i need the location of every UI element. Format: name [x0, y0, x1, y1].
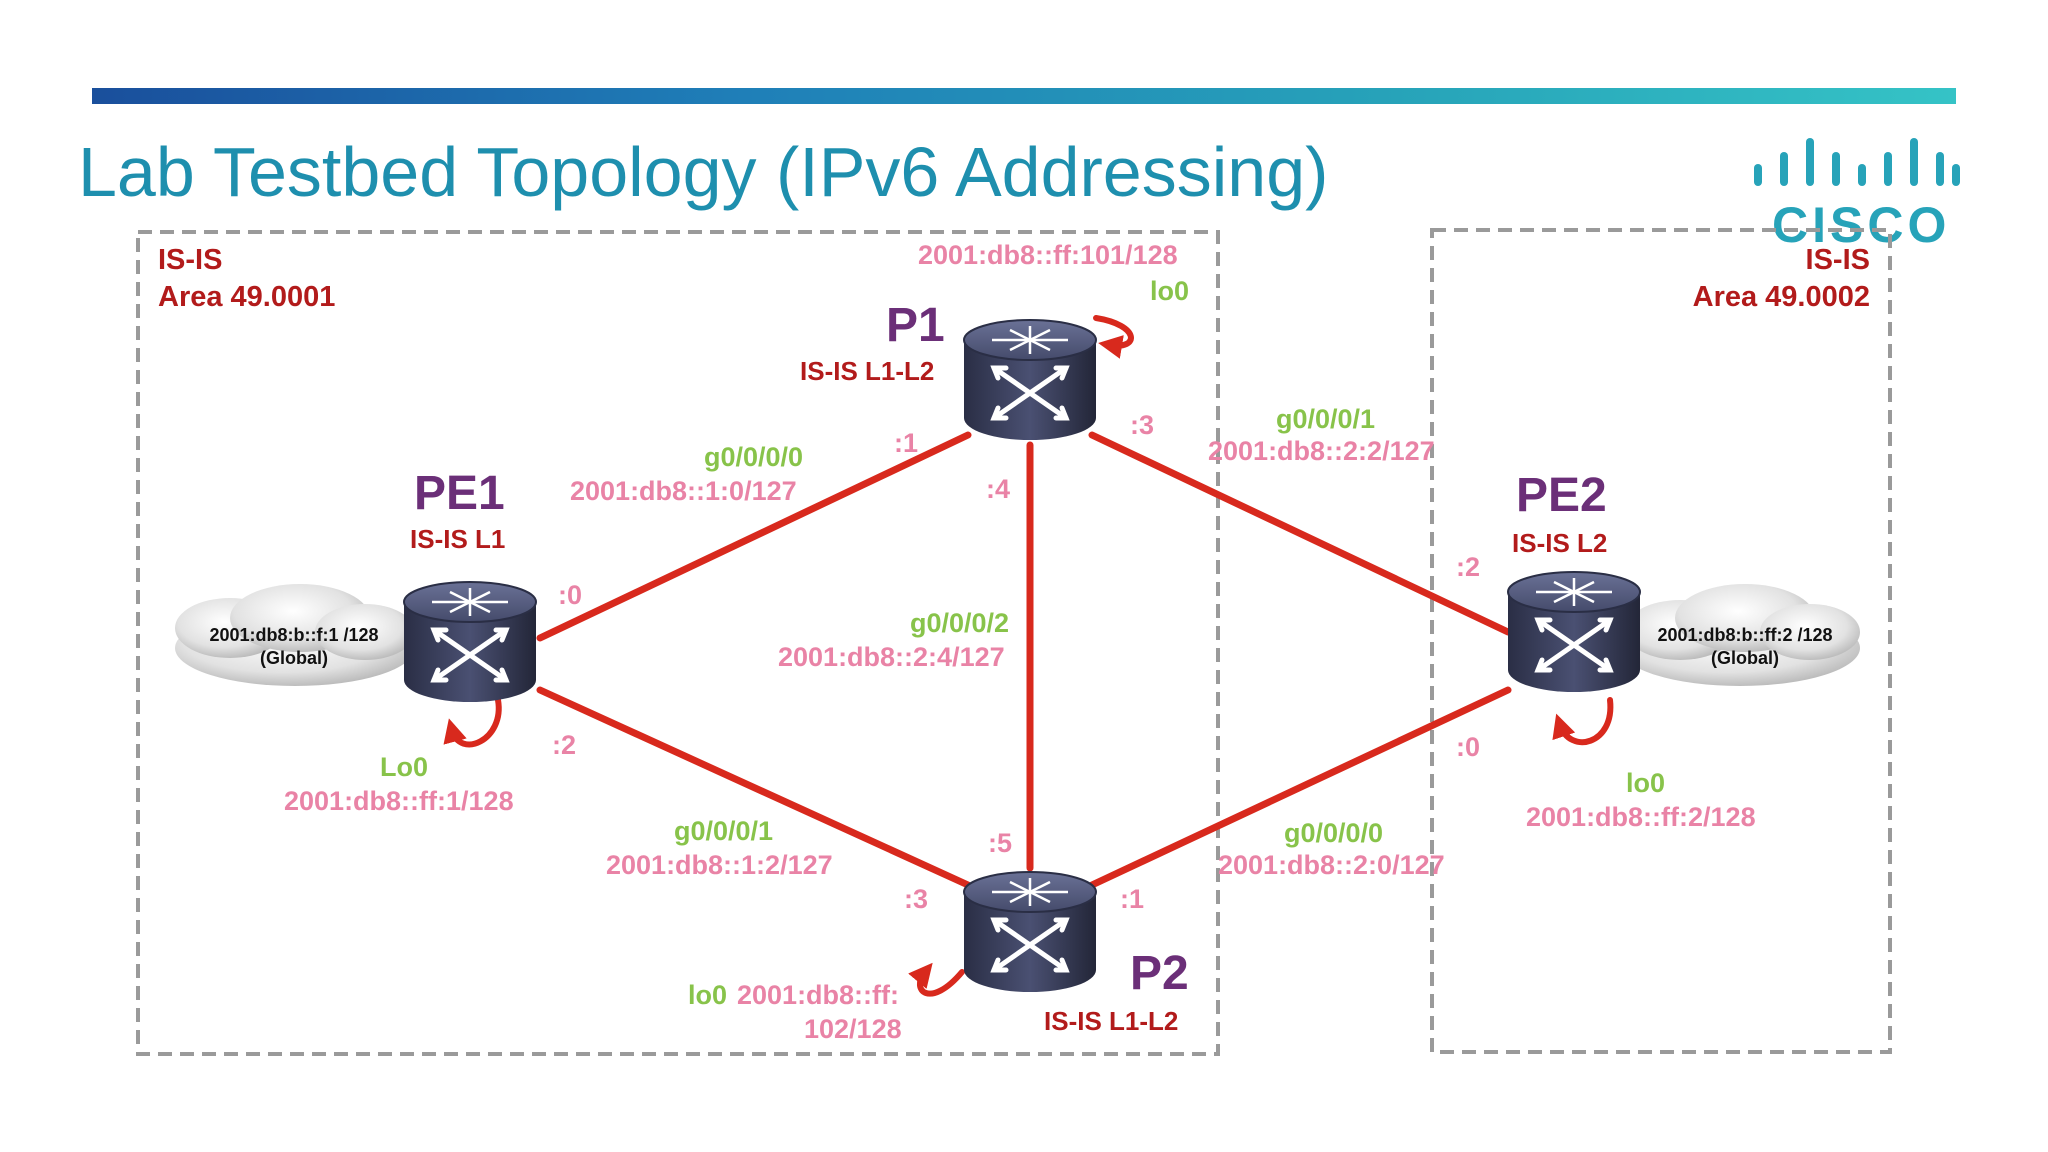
p2-loopback-address-1: 2001:db8::ff: [737, 980, 900, 1010]
area-2-id: Area 49.0002 [1692, 281, 1870, 313]
p1-p2-p2-end: :5 [988, 828, 1013, 858]
p1-pe2-subnet: 2001:db8::2:2/127 [1208, 436, 1435, 466]
pe1-p1-p1-end: :1 [894, 428, 919, 458]
area-1-id: Area 49.0001 [158, 281, 336, 313]
pe1-p2-p2-end: :3 [904, 884, 929, 914]
p1-pe2-p1-end: :3 [1130, 410, 1155, 440]
pe2-loopback-icon [1552, 697, 1614, 746]
left-cloud-address: 2001:db8:b::f:1 /128 [209, 625, 379, 645]
link-p1-pe2 [1088, 431, 1512, 636]
p2-pe2-p2-end: :1 [1120, 884, 1145, 914]
area-1-protocol: IS-IS [158, 244, 223, 276]
p2-pe2-subnet: 2001:db8::2:0/127 [1218, 850, 1445, 880]
p1-loopback-address: 2001:db8::ff:101/128 [918, 240, 1178, 270]
pe1-loopback-icon [443, 697, 502, 748]
p1-router-icon[interactable] [964, 320, 1096, 440]
pe1-p1-pe1-end: :0 [558, 580, 583, 610]
p1-pe2-interface: g0/0/0/1 [1276, 404, 1376, 434]
p1-loopback-icon [1093, 315, 1134, 359]
title-accent-bar [92, 88, 1956, 104]
cisco-logo-wordmark: CISCO [1772, 197, 1951, 253]
area-49-0001-boundary [136, 230, 1220, 1056]
p1-role: IS-IS L1-L2 [800, 356, 935, 386]
p2-router-icon[interactable] [964, 872, 1096, 992]
left-cloud [175, 584, 415, 686]
left-cloud-label: 2001:db8:b::f:1 /128 (Global) [196, 624, 392, 670]
pe2-loopback-name: lo0 [1626, 768, 1666, 798]
area-49-0002-boundary [1430, 228, 1892, 1054]
pe2-loopback-address: 2001:db8::ff:2/128 [1526, 802, 1756, 832]
pe1-loopback-name: Lo0 [380, 752, 429, 782]
p2-loopback-icon [908, 962, 965, 997]
link-p2-pe2 [1088, 686, 1512, 889]
pe1-router-icon[interactable] [404, 582, 536, 702]
area-2-protocol: IS-IS [1805, 244, 1870, 276]
pe2-router-icon[interactable] [1508, 572, 1640, 692]
p2-pe2-pe2-end: :0 [1456, 732, 1481, 762]
p1-loopback-name: lo0 [1150, 276, 1190, 306]
right-cloud [1620, 584, 1860, 686]
pe2-role: IS-IS L2 [1512, 528, 1608, 558]
pe1-p1-interface: g0/0/0/0 [704, 442, 804, 472]
p1-name: P1 [886, 299, 945, 352]
link-pe1-p2 [536, 686, 972, 889]
link-pe1-p1 [536, 431, 972, 642]
pe1-loopback-address: 2001:db8::ff:1/128 [284, 786, 514, 816]
area-1-label: IS-IS Area 49.0001 [158, 242, 335, 316]
p2-name: P2 [1130, 947, 1189, 1000]
pe2-name: PE2 [1516, 469, 1607, 522]
p1-pe2-pe2-end: :2 [1456, 552, 1481, 582]
p2-loopback-name: lo0 [688, 980, 728, 1010]
pe1-p2-pe1-end: :2 [552, 730, 577, 760]
p1-p2-subnet: 2001:db8::2:4/127 [778, 642, 1005, 672]
left-cloud-scope: (Global) [260, 648, 328, 668]
area-2-label: IS-IS Area 49.0002 [1693, 242, 1870, 316]
right-cloud-address: 2001:db8:b::ff:2 /128 [1657, 625, 1833, 645]
pe1-p1-subnet: 2001:db8::1:0/127 [570, 476, 797, 506]
pe1-p2-subnet: 2001:db8::1:2/127 [606, 850, 833, 880]
pe1-role: IS-IS L1 [410, 524, 506, 554]
pe1-name: PE1 [414, 467, 505, 520]
p1-p2-interface: g0/0/0/2 [910, 608, 1010, 638]
p2-loopback-address-2: 102/128 [804, 1014, 902, 1044]
p2-pe2-interface: g0/0/0/0 [1284, 818, 1384, 848]
slide-title: Lab Testbed Topology (IPv6 Addressing) [78, 133, 1329, 211]
p2-role: IS-IS L1-L2 [1044, 1006, 1179, 1036]
cisco-logo-icon [1754, 138, 1960, 186]
pe1-p2-interface: g0/0/0/1 [674, 816, 774, 846]
p1-p2-p1-end: :4 [986, 474, 1011, 504]
right-cloud-scope: (Global) [1711, 648, 1779, 668]
right-cloud-label: 2001:db8:b::ff:2 /128 (Global) [1640, 624, 1850, 670]
